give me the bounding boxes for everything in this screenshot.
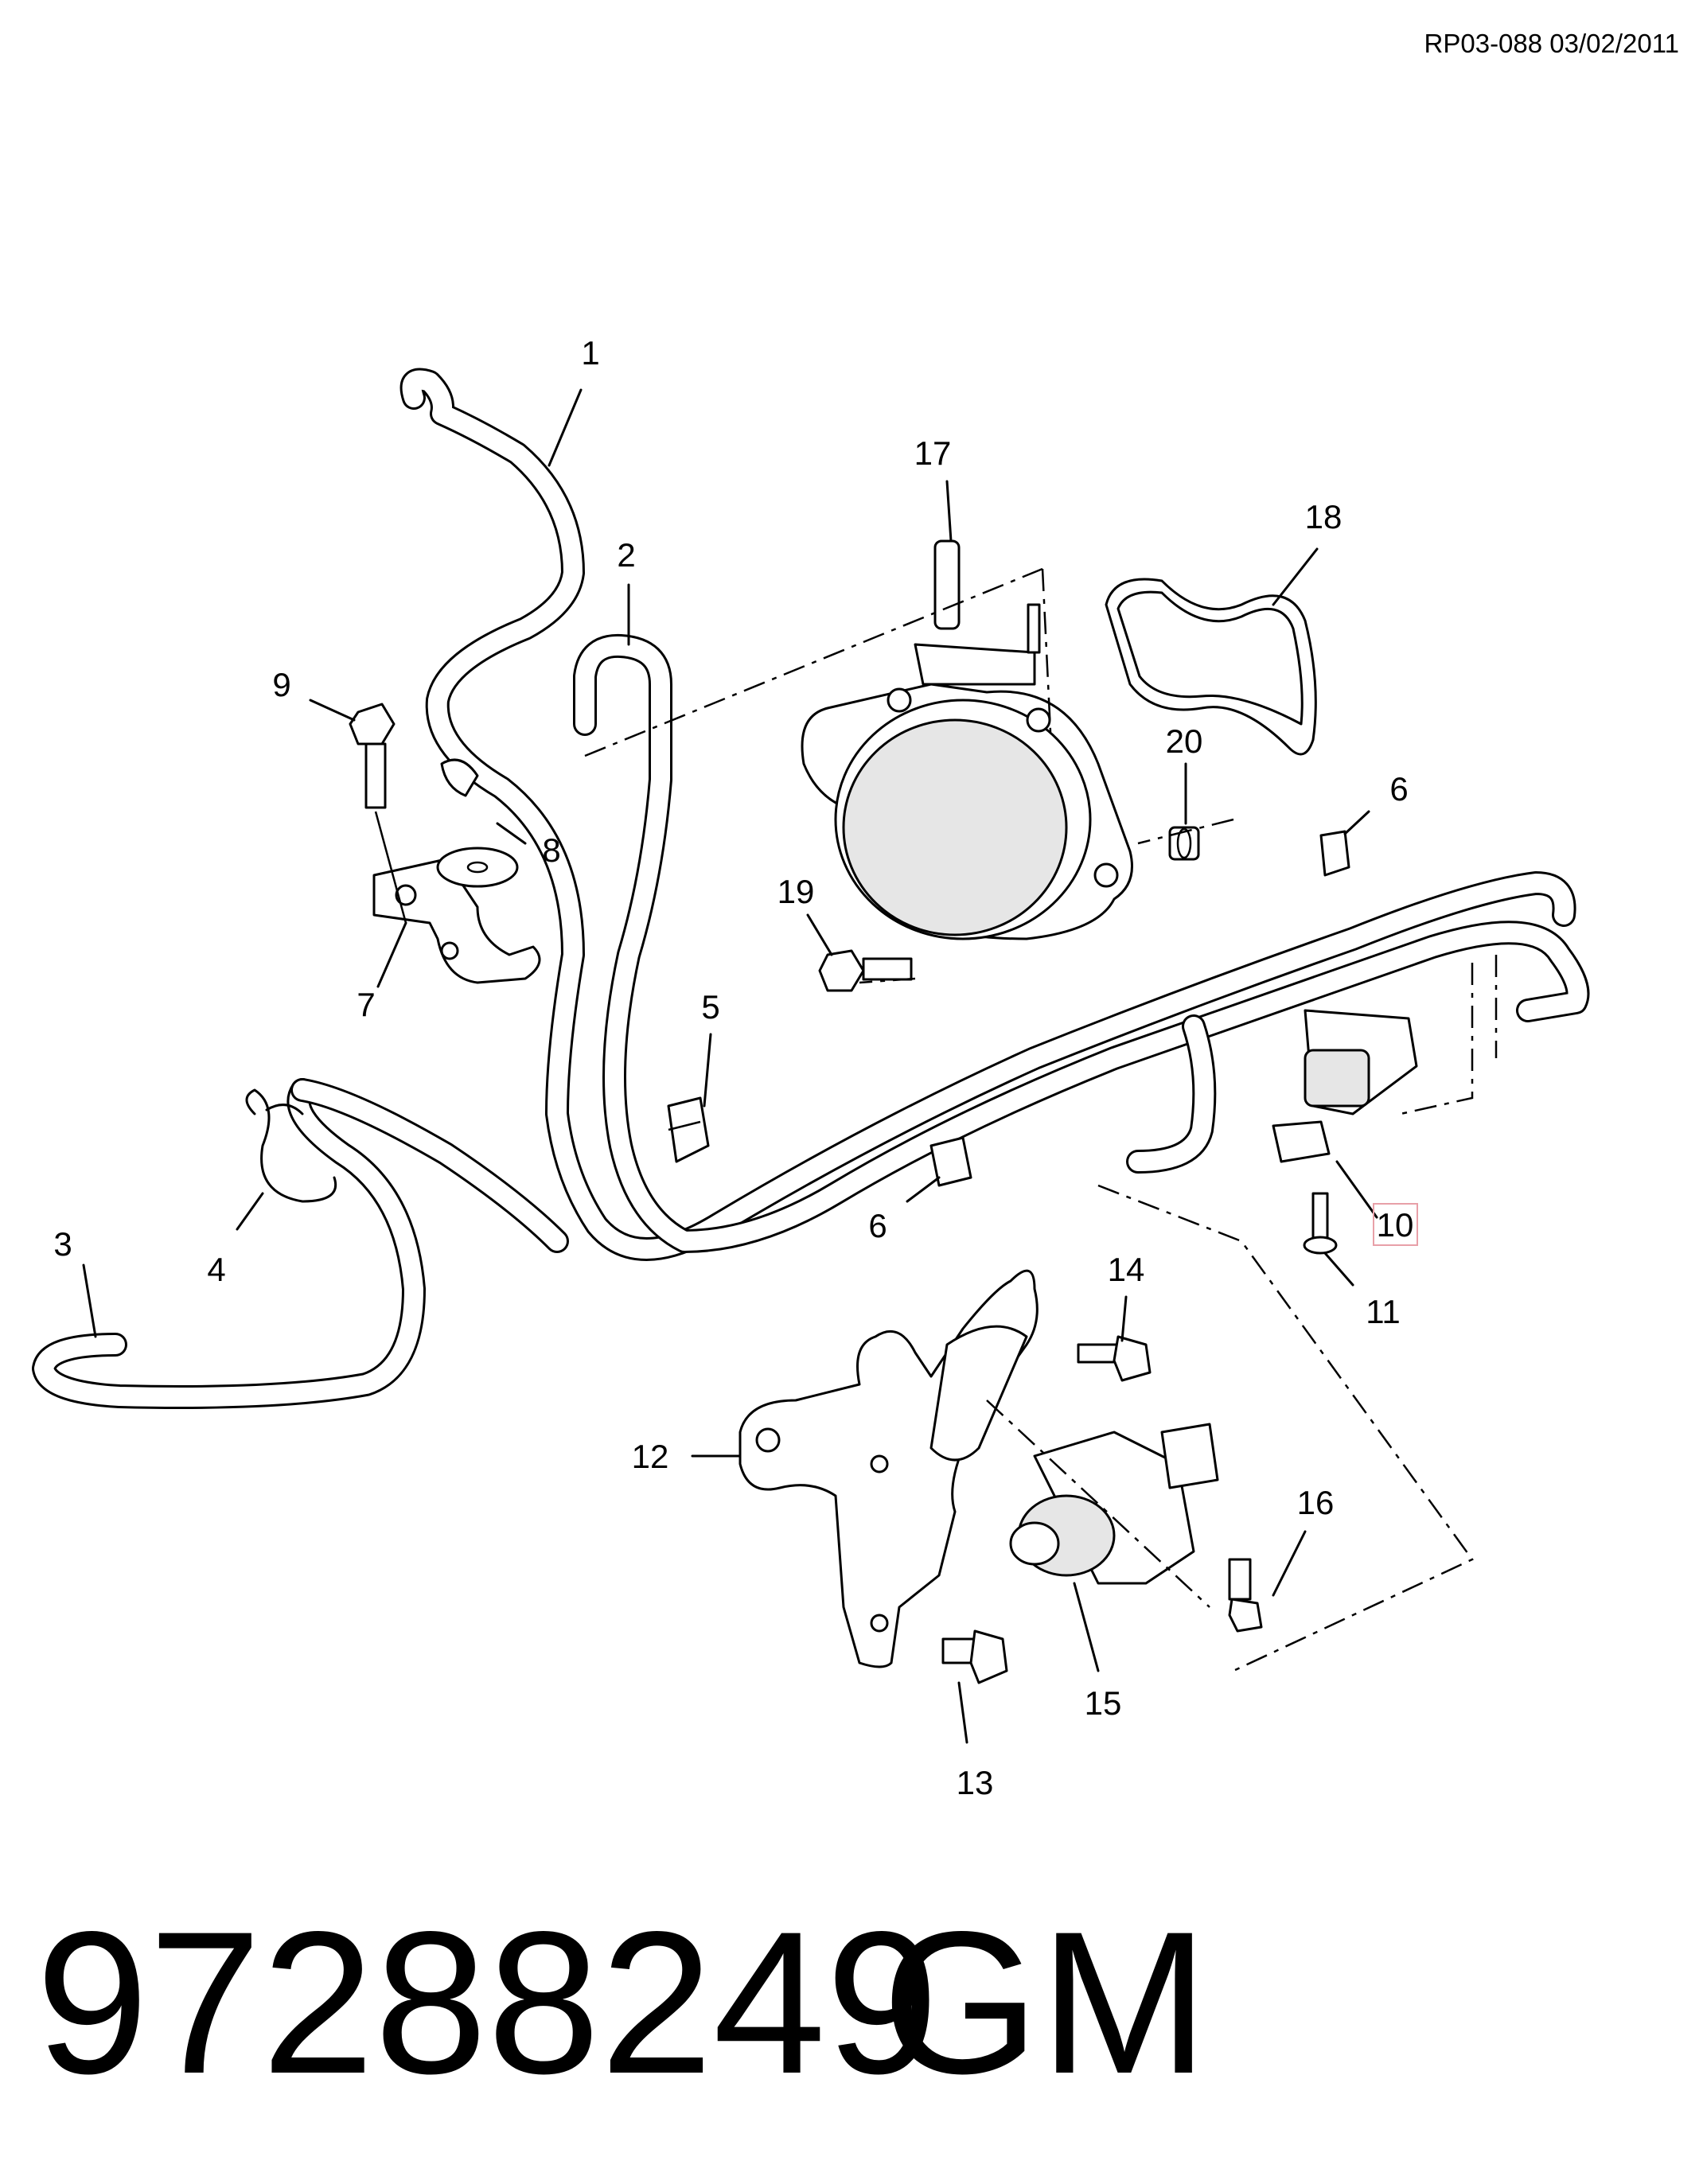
callout-4: 4 [207, 1251, 225, 1288]
callout-12: 12 [632, 1438, 669, 1475]
assembly-guide-lines [584, 567, 1474, 1672]
callout-labels: 1 2 3 4 5 6 6 7 8 9 10 11 12 13 14 15 16… [53, 334, 1418, 1801]
callout-8: 8 [542, 831, 560, 869]
leader-lines [82, 388, 1378, 1744]
hose-2 [573, 633, 1590, 1253]
callout-6-lower: 6 [868, 1207, 887, 1244]
bolt-14 [1077, 1335, 1152, 1382]
callout-2: 2 [617, 536, 635, 574]
bolt-19 [818, 949, 913, 992]
callout-9: 9 [272, 666, 290, 703]
callout-20: 20 [1166, 722, 1203, 760]
clip-6a [1319, 830, 1350, 877]
part-number: 97288249 [36, 1890, 939, 2116]
diagram-reference: RP03-088 03/02/2011 [1424, 29, 1679, 58]
callout-5: 5 [701, 988, 719, 1026]
bolt-9 [349, 703, 407, 924]
solenoid-valve-10 [1272, 955, 1498, 1163]
callout-10-highlight [1373, 1203, 1418, 1246]
callout-7: 7 [357, 986, 375, 1023]
clip-5 [667, 1096, 710, 1163]
callout-17: 17 [914, 434, 952, 472]
callout-6-upper: 6 [1389, 770, 1408, 808]
brand: GM [882, 1890, 1209, 2116]
callout-14: 14 [1108, 1251, 1145, 1288]
callout-15: 15 [1085, 1684, 1122, 1722]
bolt-13 [941, 1629, 1008, 1684]
clip-6b [929, 1136, 972, 1187]
hose-1 [399, 368, 1576, 1261]
callout-3: 3 [53, 1225, 72, 1263]
clip-4 [245, 1088, 337, 1203]
callout-16: 16 [1297, 1484, 1335, 1521]
callout-13: 13 [957, 1764, 994, 1801]
callout-1: 1 [581, 334, 599, 372]
vacuum-pump [801, 539, 1133, 940]
bracket-12 [738, 1269, 1039, 1668]
bracket-7 [372, 858, 541, 984]
screw-11 [1303, 1192, 1338, 1255]
o-ring [1168, 826, 1200, 861]
hose-3 [32, 1078, 426, 1409]
retainer-8 [436, 758, 519, 888]
callout-18: 18 [1305, 498, 1343, 535]
callout-10: 10 [1377, 1206, 1414, 1244]
bolt-16 [1228, 1558, 1263, 1633]
solenoid-valve-15 [1009, 1423, 1219, 1585]
callout-19: 19 [777, 873, 815, 910]
gasket [1105, 578, 1317, 756]
hose-branch [290, 1014, 1217, 1253]
callout-11: 11 [1366, 1293, 1401, 1330]
